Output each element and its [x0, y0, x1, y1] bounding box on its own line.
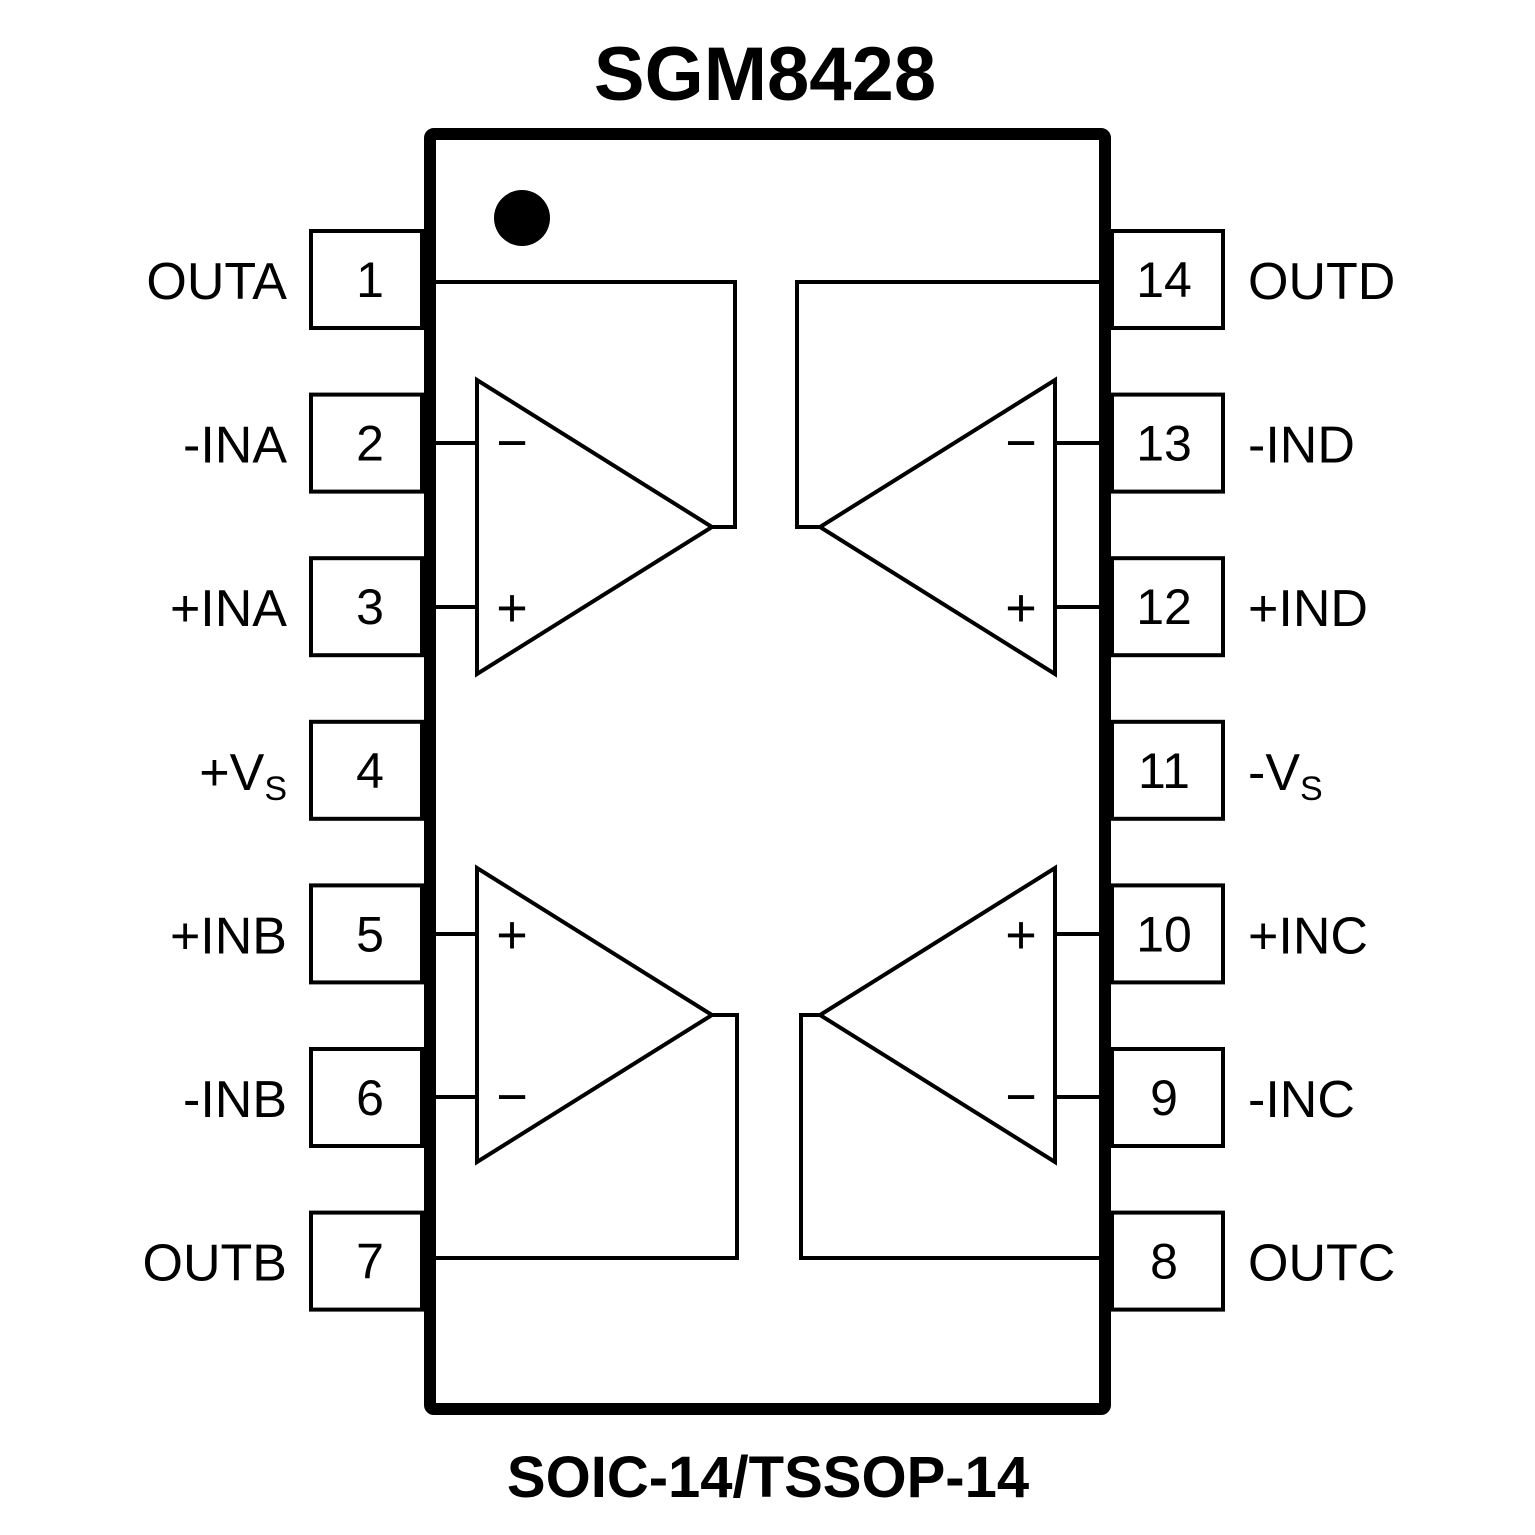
pin-10: 10 +INC: [1110, 883, 1368, 985]
pin-number: 4: [356, 743, 384, 799]
pin-number: 13: [1136, 416, 1192, 472]
opamp-c-triangle: [816, 864, 1057, 1166]
opamp-c: + −: [799, 864, 1099, 1260]
minus-sign: −: [1005, 413, 1037, 473]
package-label: SOIC-14/TSSOP-14: [507, 1445, 1029, 1510]
wire: [799, 1013, 1099, 1260]
pin-label-text: OUTC: [1248, 1235, 1395, 1293]
pin-label: -IND: [1248, 417, 1355, 475]
pin-label-text: +INC: [1248, 907, 1368, 965]
pin-label: -INC: [1248, 1071, 1355, 1129]
pin-label-text: +INA: [170, 580, 287, 638]
pin-label-text: +INB: [170, 907, 287, 965]
pin-label: OUTB: [143, 1235, 287, 1293]
pin-number: 6: [356, 1070, 384, 1126]
pin-box: [1110, 229, 1225, 330]
wire: [436, 1013, 739, 1260]
opamp-b: + −: [436, 864, 739, 1260]
pin-label-subscript: S: [264, 770, 287, 808]
pin-number: 8: [1150, 1234, 1178, 1290]
pin-box: [1110, 556, 1225, 658]
pin-number: 9: [1150, 1070, 1178, 1126]
pin-3: 3 +INA: [170, 556, 424, 658]
pin-box: [1110, 392, 1225, 494]
pin1-indicator-dot: [494, 190, 550, 246]
pin-box: [309, 719, 424, 821]
pin-8: 8 OUTC: [1110, 1210, 1395, 1312]
pin-number: 1: [356, 252, 384, 308]
pin-label: -INA: [183, 417, 287, 475]
pin-number: 2: [356, 416, 384, 472]
pin-label: +VS: [199, 744, 287, 808]
pin-box: [1110, 1047, 1225, 1148]
minus-sign: −: [496, 1067, 528, 1127]
minus-sign: −: [1005, 1067, 1037, 1127]
pin-6: 6 -INB: [183, 1047, 424, 1148]
pin-number: 11: [1138, 743, 1190, 799]
wire: [795, 280, 1099, 529]
pin-label: +INC: [1248, 907, 1368, 965]
plus-sign: +: [1005, 905, 1037, 965]
pin-box: [1110, 719, 1225, 821]
plus-sign: +: [1005, 578, 1037, 638]
pin-label-text: OUTD: [1248, 253, 1395, 311]
pin-4: 4 +VS: [199, 719, 424, 821]
pin-label-text: +IND: [1248, 580, 1368, 638]
pin-label-text: -V: [1248, 744, 1300, 802]
pin-box: [309, 392, 424, 494]
pin-label-text: OUTB: [143, 1235, 287, 1293]
pin-box: [309, 883, 424, 985]
pin-label: OUTD: [1248, 253, 1395, 311]
pin-label-text: -IND: [1248, 417, 1355, 475]
pin-label-text: +V: [199, 744, 264, 802]
plus-sign: +: [496, 578, 528, 638]
pin-5: 5 +INB: [170, 883, 424, 985]
chip-title: SGM8428: [594, 32, 936, 117]
pin-2: 2 -INA: [183, 392, 424, 494]
pin-label-subscript: S: [1300, 770, 1323, 808]
pin-number: 10: [1136, 906, 1192, 962]
pin-14: 14 OUTD: [1110, 229, 1395, 330]
pin-number: 14: [1136, 252, 1192, 308]
pin-label: +INB: [170, 907, 287, 965]
pin-label: OUTC: [1248, 1235, 1395, 1293]
pin-box: [309, 1210, 424, 1312]
pin-box: [309, 1047, 424, 1148]
pin-9: 9 -INC: [1110, 1047, 1355, 1148]
plus-sign: +: [496, 905, 528, 965]
chip-body: [424, 128, 1111, 1415]
opamp-a: − +: [436, 280, 737, 678]
pin-number: 12: [1136, 579, 1192, 635]
opamp-b-triangle: [475, 864, 716, 1166]
opamp-d: − +: [795, 280, 1099, 678]
pin-12: 12 +IND: [1110, 556, 1368, 658]
opamp-d-triangle: [816, 376, 1057, 678]
minus-sign: −: [496, 413, 528, 473]
pin-number: 7: [356, 1234, 384, 1290]
pin-box: [309, 556, 424, 658]
pin-label: +IND: [1248, 580, 1368, 638]
pin-box: [1110, 1210, 1225, 1312]
pin-13: 13 -IND: [1110, 392, 1355, 494]
opamp-a-triangle: [475, 376, 716, 678]
pin-label: OUTA: [146, 253, 287, 311]
pin-11: 11 -VS: [1110, 719, 1323, 821]
pin-label-text: -INC: [1248, 1071, 1355, 1129]
wire: [436, 280, 737, 529]
pin-label: -VS: [1248, 744, 1323, 808]
pin-1: 1 OUTA: [146, 229, 424, 330]
pin-number: 5: [356, 906, 384, 962]
pin-label: +INA: [170, 580, 287, 638]
pin-7: 7 OUTB: [143, 1210, 424, 1312]
pin-number: 3: [356, 579, 384, 635]
pin-box: [1110, 883, 1225, 985]
pin-label: -INB: [183, 1071, 287, 1129]
pin-label-text: OUTA: [146, 253, 287, 311]
pin-box: [309, 229, 424, 330]
pin-label-text: -INB: [183, 1071, 287, 1129]
pin-label-text: -INA: [183, 417, 287, 475]
